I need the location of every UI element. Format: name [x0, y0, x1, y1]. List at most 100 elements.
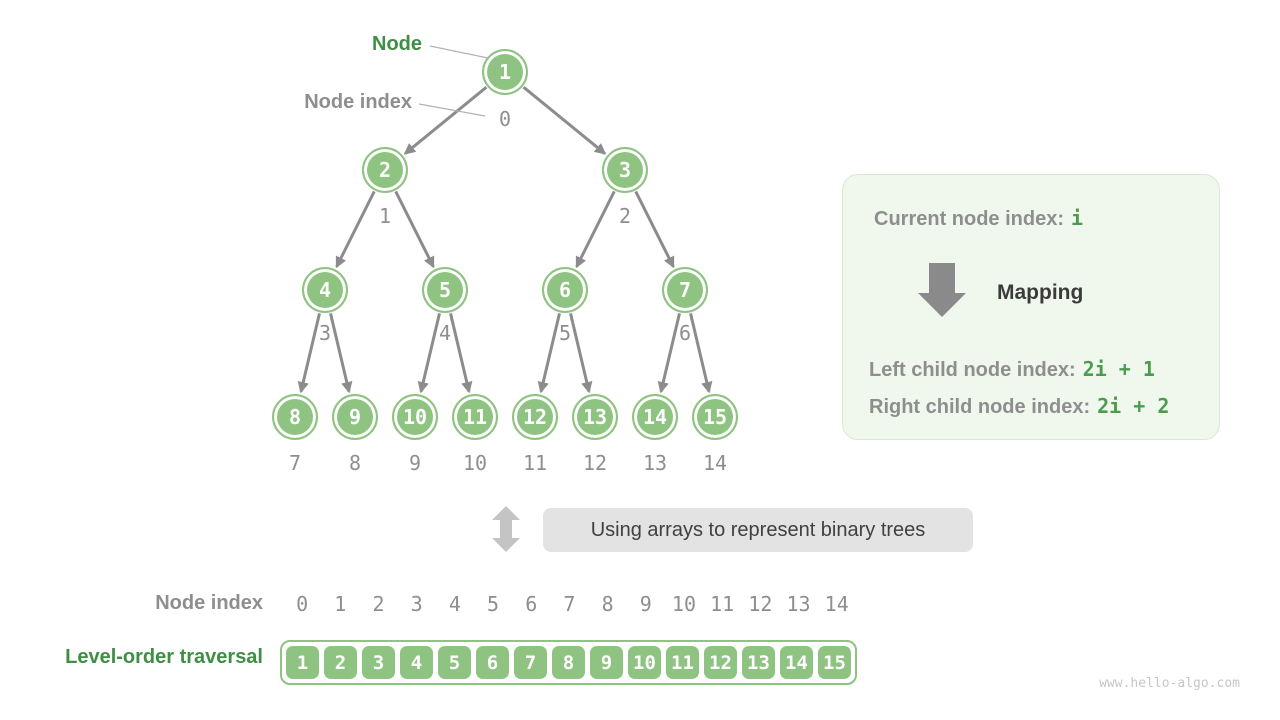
right-child-formula: 2i + 2 [1097, 394, 1170, 418]
index-cell: 1 [334, 592, 347, 616]
array-cell: 8 [552, 646, 585, 679]
tree-node-value: 1 [498, 60, 512, 84]
node-index-row-label: Node index [155, 592, 263, 614]
array-cell: 2 [324, 646, 357, 679]
tree-node: 10 [392, 394, 438, 440]
index-cell: 3 [410, 592, 423, 616]
current-node-index-label: Current node index: [874, 208, 1065, 230]
tree-node-value: 5 [438, 278, 452, 302]
tree-node-value: 13 [582, 405, 608, 429]
tree-node: 6 [542, 267, 588, 313]
index-cell: 4 [448, 592, 461, 616]
tree-node: 8 [272, 394, 318, 440]
tree-node-index-label: 2 [618, 204, 632, 228]
tree-node-value: 6 [558, 278, 572, 302]
index-cell: 14 [824, 592, 849, 616]
array-cell-value: 7 [524, 651, 537, 674]
tree-node-index-label: 6 [678, 321, 692, 345]
array-cell: 1 [286, 646, 319, 679]
array-cell: 9 [590, 646, 623, 679]
tree-node-index-label: 9 [408, 451, 422, 475]
index-cell: 2 [372, 592, 385, 616]
tree-node-index-label: 5 [558, 321, 572, 345]
tree-node-value: 10 [402, 405, 428, 429]
annotation-pointer-line [429, 45, 489, 59]
tree-node-index-label: 4 [438, 321, 452, 345]
array-cell-value: 11 [671, 651, 694, 674]
current-node-index-line: Current node index: i [874, 206, 1083, 231]
array-cell: 5 [438, 646, 471, 679]
tree-edge [522, 86, 607, 155]
tree-node-value: 8 [288, 405, 302, 429]
tree-edge [394, 190, 435, 269]
index-cell: 8 [601, 592, 614, 616]
left-child-label: Left child node index: [869, 359, 1076, 381]
mapping-label: Mapping [997, 281, 1084, 304]
array-cell: 7 [514, 646, 547, 679]
array-cell-value: 8 [562, 651, 575, 674]
array-cell: 10 [628, 646, 661, 679]
tree-node-value: 15 [702, 405, 728, 429]
tree-node-index-label: 1 [378, 204, 392, 228]
array-cell-value: 14 [785, 651, 808, 674]
tree-node-index-label: 0 [498, 107, 512, 131]
array-cell-value: 15 [823, 651, 846, 674]
tree-node-index-label: 7 [288, 451, 302, 475]
tree-edge [634, 190, 675, 269]
tree-node-value: 4 [318, 278, 332, 302]
array-cell: 13 [742, 646, 775, 679]
right-child-line: Right child node index:2i + 2 [869, 394, 1169, 419]
tree-node-value: 11 [462, 405, 488, 429]
array-cell-value: 4 [410, 651, 423, 674]
array-cell-value: 10 [633, 651, 656, 674]
index-cell: 13 [786, 592, 811, 616]
level-order-row-label: Level-order traversal [65, 646, 263, 668]
array-cell: 12 [704, 646, 737, 679]
array-cell-value: 12 [709, 651, 732, 674]
index-cell: 5 [487, 592, 500, 616]
tree-edge [335, 190, 376, 269]
array-cell-value: 3 [372, 651, 385, 674]
tree-node-index-label: 11 [522, 451, 548, 475]
array-cell-value: 2 [334, 651, 347, 674]
tree-node-index-label: 13 [642, 451, 668, 475]
tree-node: 4 [302, 267, 348, 313]
tree-node-value: 14 [642, 405, 668, 429]
index-cell: 6 [525, 592, 538, 616]
tree-node-value: 3 [618, 158, 632, 182]
caption: Using arrays to represent binary trees [543, 508, 973, 552]
up-down-arrow-icon [492, 506, 520, 552]
tree-node: 13 [572, 394, 618, 440]
tree-node: 15 [692, 394, 738, 440]
array-cell-value: 13 [747, 651, 770, 674]
tree-node-value: 12 [522, 405, 548, 429]
tree-edge [575, 190, 616, 269]
tree-node: 7 [662, 267, 708, 313]
array-cell: 3 [362, 646, 395, 679]
array-cell: 14 [780, 646, 813, 679]
tree-node-index-label: 3 [318, 321, 332, 345]
tree-node: 5 [422, 267, 468, 313]
index-cell: 11 [710, 592, 735, 616]
array-cell-value: 1 [296, 651, 309, 674]
node-annotation-label: Node [372, 33, 422, 55]
index-cell: 12 [748, 592, 773, 616]
left-child-formula: 2i + 1 [1082, 357, 1155, 381]
array-cell: 11 [666, 646, 699, 679]
tree-node: 9 [332, 394, 378, 440]
index-cell: 9 [639, 592, 652, 616]
tree-node: 12 [512, 394, 558, 440]
down-arrow-icon [918, 263, 966, 317]
array-cell: 6 [476, 646, 509, 679]
tree-node: 1 [482, 49, 528, 95]
array-cell: 15 [818, 646, 851, 679]
node-index-annotation-label: Node index [304, 91, 412, 113]
tree-node: 3 [602, 147, 648, 193]
mapping-legend-box: Current node index: i Mapping Left child … [842, 174, 1220, 440]
current-node-index-value: i [1071, 206, 1084, 230]
array-cell-value: 6 [486, 651, 499, 674]
index-cell: 10 [671, 592, 697, 616]
